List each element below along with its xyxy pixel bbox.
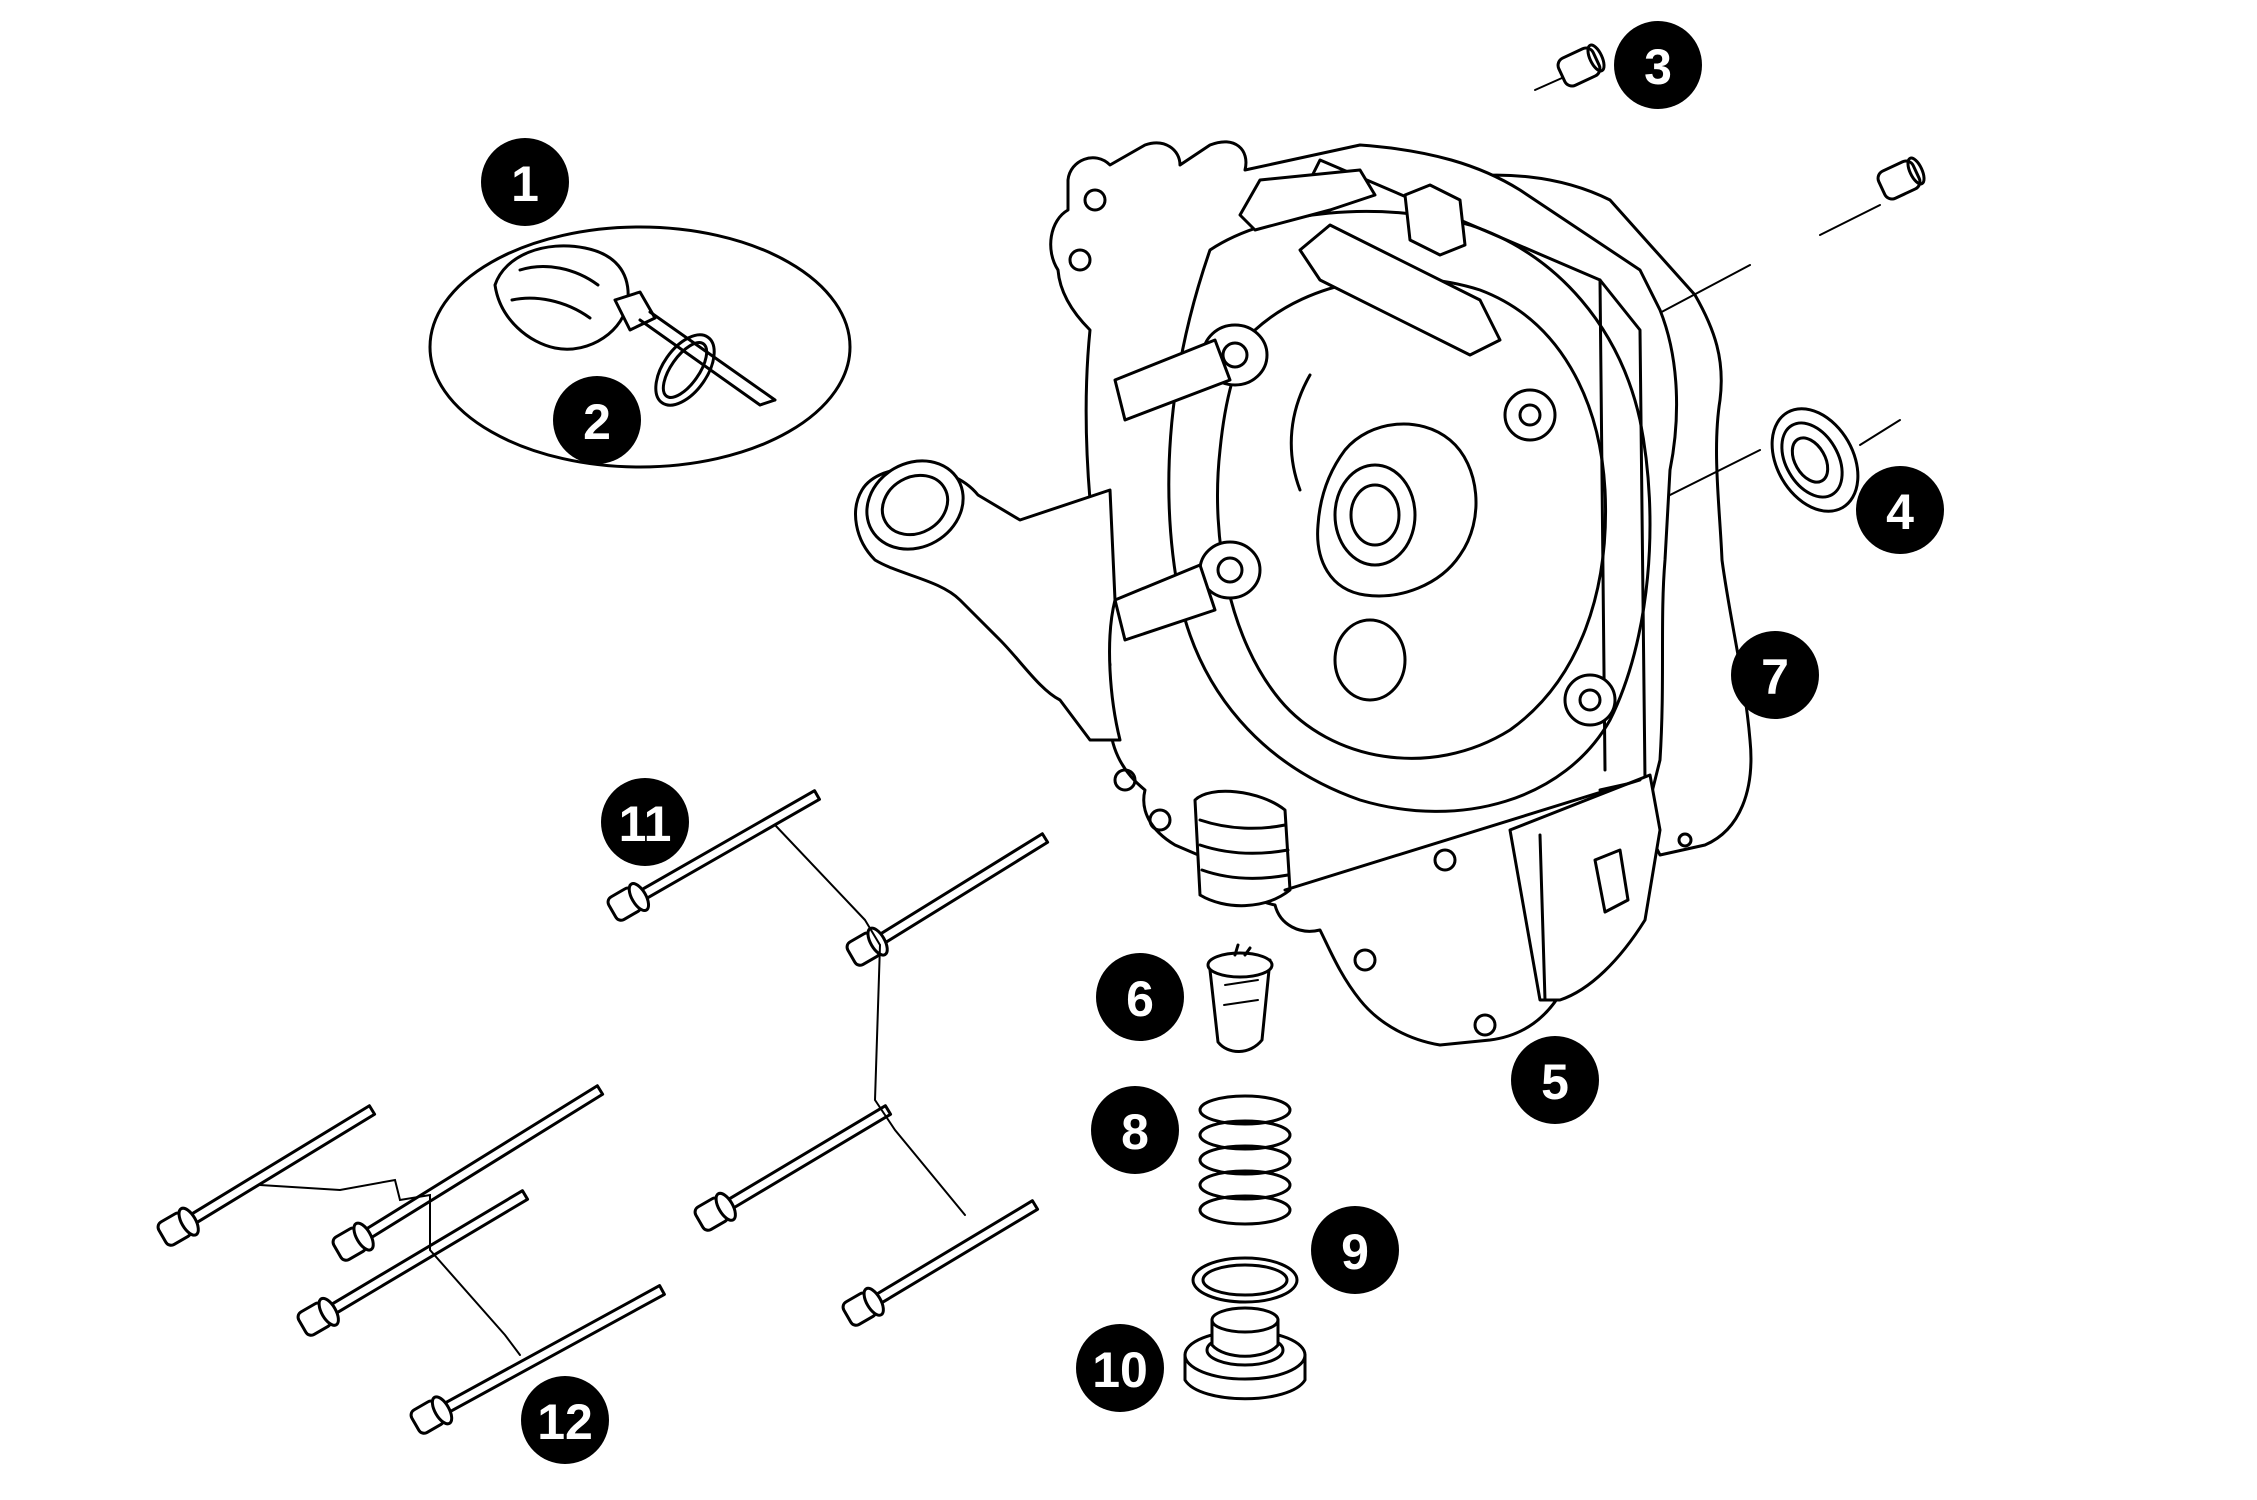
spring — [1198, 1094, 1292, 1226]
callout-marker — [1511, 1036, 1599, 1124]
bolt — [331, 1084, 605, 1262]
callout-label: 9 — [1341, 1224, 1369, 1280]
dowel-pins — [1534, 43, 1926, 351]
callout-11: 11 — [601, 778, 689, 866]
callout-10: 10 — [1076, 1324, 1164, 1412]
drain-plug — [1183, 1306, 1307, 1401]
dipstick-stem — [613, 290, 657, 332]
bolt — [409, 1284, 666, 1435]
callout-marker — [1731, 631, 1819, 719]
bolt — [296, 1189, 530, 1337]
bolt-leaders — [259, 824, 966, 1356]
callout-label: 1 — [511, 156, 539, 212]
callout-label: 6 — [1126, 971, 1154, 1027]
o-ring — [654, 333, 716, 407]
callout-label: 5 — [1541, 1054, 1569, 1110]
callout-1: 1 — [481, 138, 569, 226]
crankcase-cover — [854, 140, 1753, 1047]
callout-8: 8 — [1091, 1086, 1179, 1174]
oil-seal — [1629, 407, 1901, 516]
callout-marker — [1614, 21, 1702, 109]
bolts — [156, 789, 1050, 1435]
gasket — [1438, 173, 1753, 857]
dipstick-cap — [493, 244, 630, 351]
callout-marker — [1091, 1086, 1179, 1174]
callout-label: 12 — [537, 1394, 593, 1450]
callout-marker — [1856, 466, 1944, 554]
bolt — [841, 1199, 1040, 1327]
callout-label: 11 — [619, 796, 672, 852]
dipstick-group — [428, 225, 852, 469]
callout-label: 2 — [583, 394, 611, 450]
callout-5: 5 — [1511, 1036, 1599, 1124]
callout-label: 8 — [1121, 1104, 1149, 1160]
callout-6: 6 — [1096, 953, 1184, 1041]
callout-label: 4 — [1886, 484, 1914, 540]
callout-label: 7 — [1761, 649, 1789, 705]
callout-marker — [1076, 1324, 1164, 1412]
dipstick-rod — [638, 310, 777, 407]
callout-label: 3 — [1644, 39, 1672, 95]
callout-3: 3 — [1614, 21, 1702, 109]
oil-strainer — [1206, 943, 1274, 1053]
bolt — [156, 1104, 377, 1247]
callout-marker — [553, 376, 641, 464]
callout-marker — [481, 138, 569, 226]
dipstick-oval — [428, 225, 852, 469]
bolt — [693, 1104, 893, 1232]
callout-7: 7 — [1731, 631, 1819, 719]
callout-12: 12 — [521, 1376, 609, 1464]
bolt — [845, 832, 1050, 967]
sealing-washer — [1191, 1256, 1299, 1304]
callout-marker — [521, 1376, 609, 1464]
callout-2: 2 — [553, 376, 641, 464]
callout-marker — [601, 778, 689, 866]
callout-4: 4 — [1856, 466, 1944, 554]
callout-marker — [1096, 953, 1184, 1041]
callout-marker — [1311, 1206, 1399, 1294]
callout-label: 10 — [1092, 1342, 1148, 1398]
callout-9: 9 — [1311, 1206, 1399, 1294]
bolt — [606, 789, 821, 922]
